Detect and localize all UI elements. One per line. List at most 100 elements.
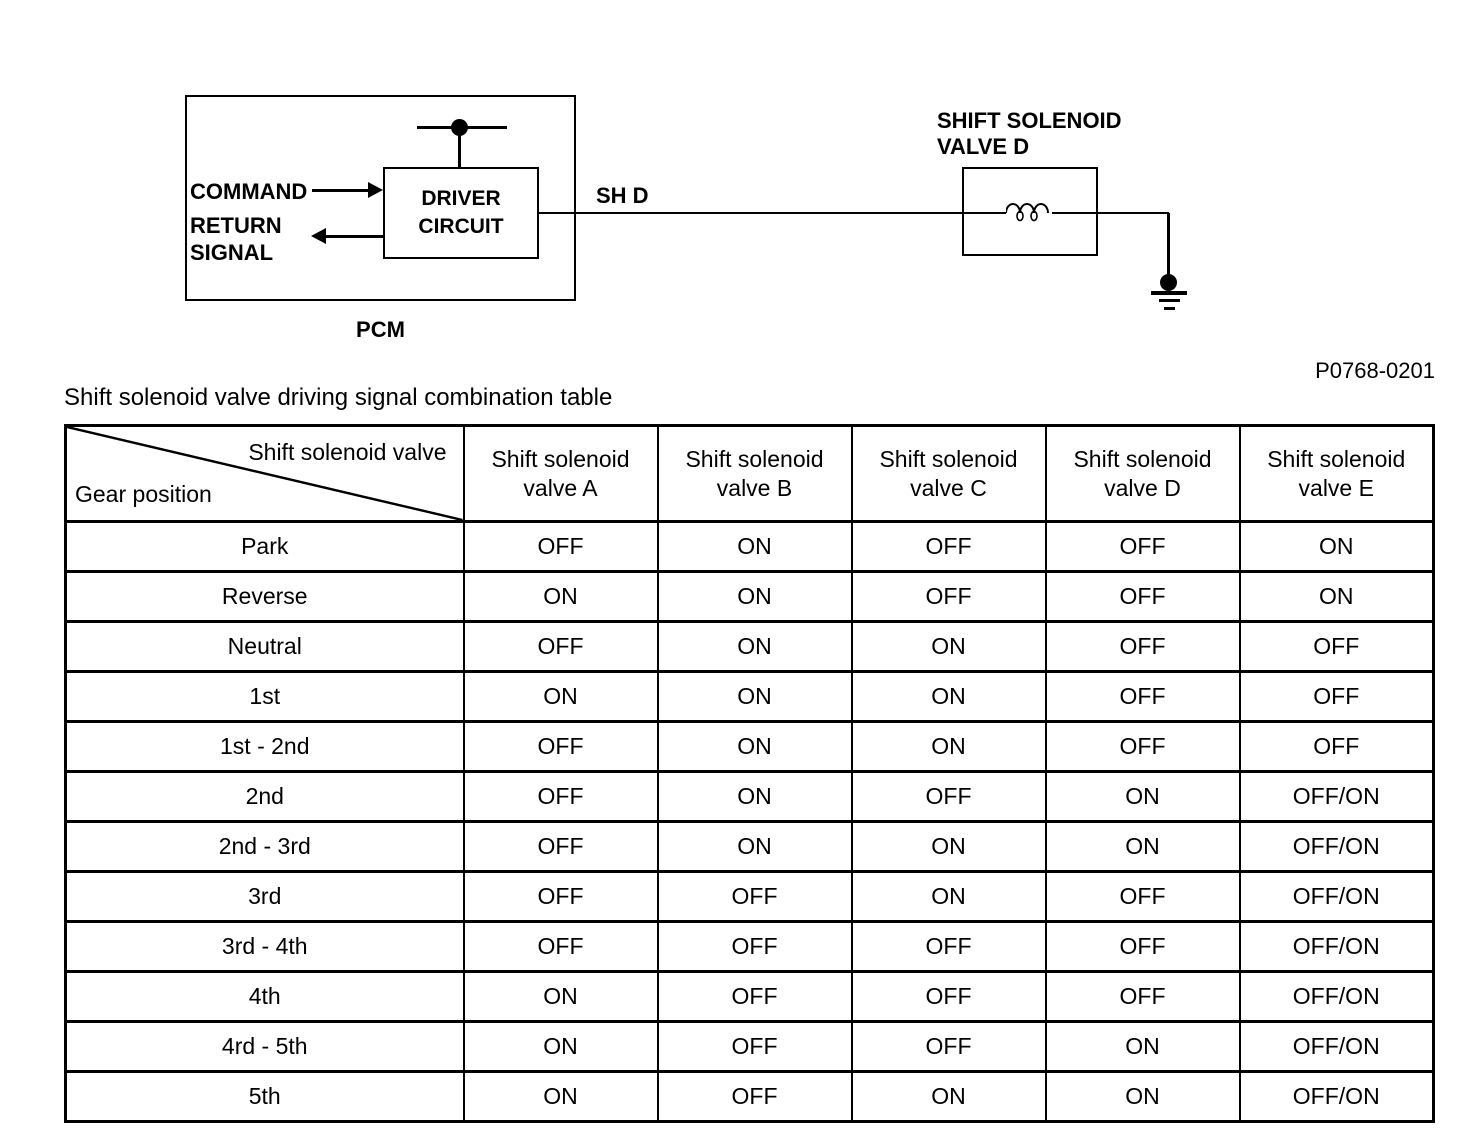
gear-position-cell: 3rd	[64, 870, 465, 923]
valve-a-state-cell: OFF	[462, 520, 659, 573]
valve-e-state-cell: OFF/ON	[1238, 770, 1435, 823]
table-row: 4th ON OFF OFF OFF OFF/ON	[64, 970, 1435, 1023]
valve-b-state-cell: ON	[656, 820, 853, 873]
table-caption: Shift solenoid valve driving signal comb…	[64, 384, 613, 411]
valve-c-state-cell: OFF	[850, 970, 1047, 1023]
shd-wire-right-segment	[1052, 212, 1169, 214]
figure-code: P0768-0201	[1315, 358, 1435, 383]
valve-c-state-cell: ON	[850, 620, 1047, 673]
return-arrow-stem	[326, 235, 383, 238]
valve-b-state-cell: ON	[656, 770, 853, 823]
driver-circuit-label-line1: DRIVER	[421, 186, 501, 210]
column-header-valve-a: Shift solenoid valve A	[462, 424, 659, 523]
solenoid-valve-label-line1: SHIFT SOLENOID	[937, 108, 1122, 133]
valve-c-state-cell: ON	[850, 820, 1047, 873]
valve-d-state-cell: OFF	[1044, 570, 1241, 623]
valve-d-state-cell: ON	[1044, 820, 1241, 873]
corner-header-cell: Shift solenoid valve Gear position	[64, 424, 465, 523]
diagonal-divider-line	[67, 427, 463, 520]
valve-a-state-cell: ON	[462, 1070, 659, 1123]
valve-c-state-cell: OFF	[850, 520, 1047, 573]
valve-b-state-cell: OFF	[656, 870, 853, 923]
valve-b-state-cell: OFF	[656, 970, 853, 1023]
corner-column-axis-label: Shift solenoid valve	[248, 439, 447, 465]
table-row: Park OFF ON OFF OFF ON	[64, 520, 1435, 573]
valve-d-state-cell: ON	[1044, 770, 1241, 823]
corner-row-axis-label: Gear position	[75, 481, 212, 507]
valve-c-state-cell: OFF	[850, 920, 1047, 973]
valve-b-state-cell: ON	[656, 570, 853, 623]
valve-a-state-cell: OFF	[462, 870, 659, 923]
table-row: Reverse ON ON OFF OFF ON	[64, 570, 1435, 623]
valve-b-state-cell: OFF	[656, 1020, 853, 1073]
inductor-coil-icon	[1006, 203, 1049, 222]
valve-a-state-cell: ON	[462, 670, 659, 723]
valve-d-state-cell: OFF	[1044, 620, 1241, 673]
valve-c-state-cell: OFF	[850, 770, 1047, 823]
valve-e-state-cell: OFF/ON	[1238, 1020, 1435, 1073]
valve-a-state-cell: OFF	[462, 820, 659, 873]
gear-position-cell: 4rd - 5th	[64, 1020, 465, 1073]
column-header-valve-c: Shift solenoid valve C	[850, 424, 1047, 523]
valve-c-state-cell: OFF	[850, 1020, 1047, 1073]
valve-c-state-cell: ON	[850, 720, 1047, 773]
valve-c-state-cell: ON	[850, 1070, 1047, 1123]
ground-stem-wire	[1167, 213, 1170, 277]
valve-e-state-cell: OFF/ON	[1238, 1070, 1435, 1123]
valve-b-state-cell: OFF	[656, 920, 853, 973]
valve-e-state-cell: OFF/ON	[1238, 970, 1435, 1023]
gear-position-cell: 3rd - 4th	[64, 920, 465, 973]
valve-d-state-cell: ON	[1044, 1070, 1241, 1123]
power-junction-dot	[451, 119, 468, 136]
solenoid-combination-table: Shift solenoid valve Gear position Shift…	[64, 424, 1435, 1123]
valve-c-state-cell: ON	[850, 670, 1047, 723]
valve-a-state-cell: OFF	[462, 920, 659, 973]
header-row: Shift solenoid valve Gear position Shift…	[64, 424, 1435, 523]
command-arrow-stem	[312, 189, 369, 192]
table-row: Neutral OFF ON ON OFF OFF	[64, 620, 1435, 673]
valve-a-state-cell: ON	[462, 970, 659, 1023]
valve-d-state-cell: OFF	[1044, 870, 1241, 923]
power-stem-wire	[458, 128, 461, 169]
gear-position-cell: 4th	[64, 970, 465, 1023]
valve-b-state-cell: OFF	[656, 1070, 853, 1123]
gear-position-cell: 2nd - 3rd	[64, 820, 465, 873]
valve-e-state-cell: OFF	[1238, 720, 1435, 773]
column-header-valve-d: Shift solenoid valve D	[1044, 424, 1241, 523]
driver-circuit-label-line2: CIRCUIT	[418, 215, 504, 238]
pcm-box	[185, 95, 576, 301]
shd-wire-label: SH D	[596, 183, 649, 208]
column-header-valve-e: Shift solenoid valve E	[1238, 424, 1435, 523]
valve-d-state-cell: OFF	[1044, 520, 1241, 573]
valve-d-state-cell: ON	[1044, 1020, 1241, 1073]
valve-a-state-cell: ON	[462, 570, 659, 623]
command-arrow-icon	[368, 182, 383, 198]
column-header-valve-b: Shift solenoid valve B	[656, 424, 853, 523]
valve-c-state-cell: OFF	[850, 570, 1047, 623]
valve-e-state-cell: ON	[1238, 520, 1435, 573]
valve-b-state-cell: ON	[656, 670, 853, 723]
solenoid-valve-label: SHIFT SOLENOID VALVE D	[937, 108, 1122, 160]
table-row: 1st - 2nd OFF ON ON OFF OFF	[64, 720, 1435, 773]
valve-b-state-cell: ON	[656, 520, 853, 573]
valve-a-state-cell: ON	[462, 1020, 659, 1073]
gear-position-cell: Park	[64, 520, 465, 573]
table-row: 2nd - 3rd OFF ON ON ON OFF/ON	[64, 820, 1435, 873]
table-row: 5th ON OFF ON ON OFF/ON	[64, 1070, 1435, 1123]
table-row: 4rd - 5th ON OFF OFF ON OFF/ON	[64, 1020, 1435, 1073]
gear-position-cell: 5th	[64, 1070, 465, 1123]
shd-wire-left-segment	[538, 212, 1006, 214]
gear-position-cell: Neutral	[64, 620, 465, 673]
gear-position-cell: 1st - 2nd	[64, 720, 465, 773]
solenoid-valve-box	[962, 167, 1098, 256]
gear-position-cell: 2nd	[64, 770, 465, 823]
valve-e-state-cell: OFF/ON	[1238, 820, 1435, 873]
valve-b-state-cell: ON	[656, 620, 853, 673]
valve-a-state-cell: OFF	[462, 720, 659, 773]
table-row: 3rd - 4th OFF OFF OFF OFF OFF/ON	[64, 920, 1435, 973]
valve-c-state-cell: ON	[850, 870, 1047, 923]
valve-a-state-cell: OFF	[462, 770, 659, 823]
table-row: 1st ON ON ON OFF OFF	[64, 670, 1435, 723]
gear-position-cell: 1st	[64, 670, 465, 723]
